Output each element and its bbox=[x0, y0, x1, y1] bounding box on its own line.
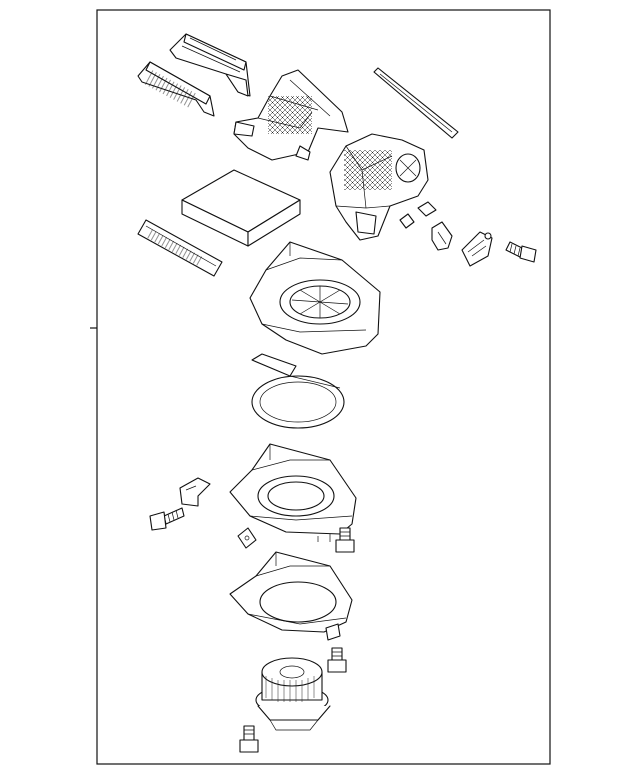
intake-housing bbox=[233, 69, 349, 161]
screw-bottom bbox=[239, 725, 259, 753]
screw-right bbox=[505, 241, 537, 263]
screw-lower-right bbox=[327, 647, 347, 673]
small-clip-a bbox=[399, 213, 415, 229]
blower-upper-housing bbox=[249, 241, 381, 355]
actuator bbox=[461, 231, 493, 267]
small-nut-clip bbox=[237, 527, 257, 549]
blower-gasket bbox=[251, 353, 345, 429]
cabin-air-filter bbox=[181, 169, 301, 247]
small-clip-b bbox=[417, 201, 437, 217]
diagram-frame bbox=[90, 9, 551, 765]
screw-mid bbox=[335, 527, 355, 553]
blower-lower-housing bbox=[229, 551, 353, 641]
top-duct-lower bbox=[137, 61, 215, 117]
bracket-left bbox=[179, 477, 211, 507]
screw-left bbox=[149, 507, 185, 531]
seal-strip bbox=[373, 67, 459, 139]
filter-cover bbox=[137, 219, 223, 277]
blower-motor-fan bbox=[255, 657, 331, 731]
wire-clip bbox=[431, 221, 453, 251]
top-duct-upper bbox=[169, 33, 251, 97]
upper-case-assembly bbox=[329, 133, 429, 241]
blower-mid-housing bbox=[229, 443, 357, 542]
